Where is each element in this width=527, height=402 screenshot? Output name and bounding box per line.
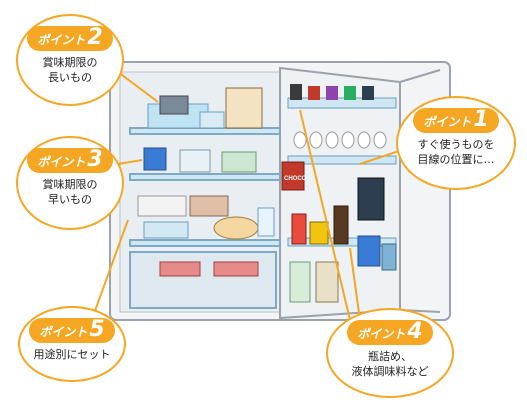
soy-sauce-bottle <box>333 205 349 245</box>
meat-pack <box>159 261 201 277</box>
egg-container <box>179 149 211 173</box>
jar <box>308 86 320 100</box>
shelf-2 <box>129 173 281 181</box>
glass <box>257 207 275 237</box>
point-description: 賞味期限の長いもの <box>42 56 98 84</box>
shelf-3 <box>129 239 281 247</box>
food-box <box>225 87 263 129</box>
shelf-1 <box>129 127 281 135</box>
chocolate-package <box>281 161 305 191</box>
point-description: 瓶詰め、液体調味料など <box>351 350 429 378</box>
jar <box>290 84 302 100</box>
eggs <box>293 131 387 149</box>
ketchup-bottle <box>291 213 307 245</box>
meat-pack <box>213 261 259 277</box>
sauce-bottle <box>309 221 329 245</box>
container <box>143 221 189 239</box>
chocolate-package-label: CHOCO <box>284 176 307 182</box>
point-description: 賞味期限の早いもの <box>42 178 98 206</box>
container <box>199 111 225 129</box>
blue-container <box>143 147 167 171</box>
bottle <box>315 261 339 303</box>
basket <box>137 195 187 217</box>
door-shelf-middle <box>287 155 397 165</box>
food-tray <box>189 195 229 217</box>
point-description: 用途別にセット <box>33 348 111 361</box>
jar <box>326 86 338 100</box>
jar <box>344 86 356 100</box>
door-shelf-top <box>287 97 397 109</box>
jar <box>362 86 374 100</box>
water-bottle <box>289 261 311 303</box>
snack-pack <box>159 95 189 115</box>
salad-bowl <box>213 216 259 240</box>
crisper-drawer <box>129 251 277 309</box>
vegetable-pack <box>221 151 257 173</box>
drink-bottle <box>381 243 397 271</box>
bottle-pack <box>357 177 385 221</box>
milk-carton <box>357 235 381 267</box>
point-description: すぐ使うものを目線の位置に… <box>417 138 495 166</box>
